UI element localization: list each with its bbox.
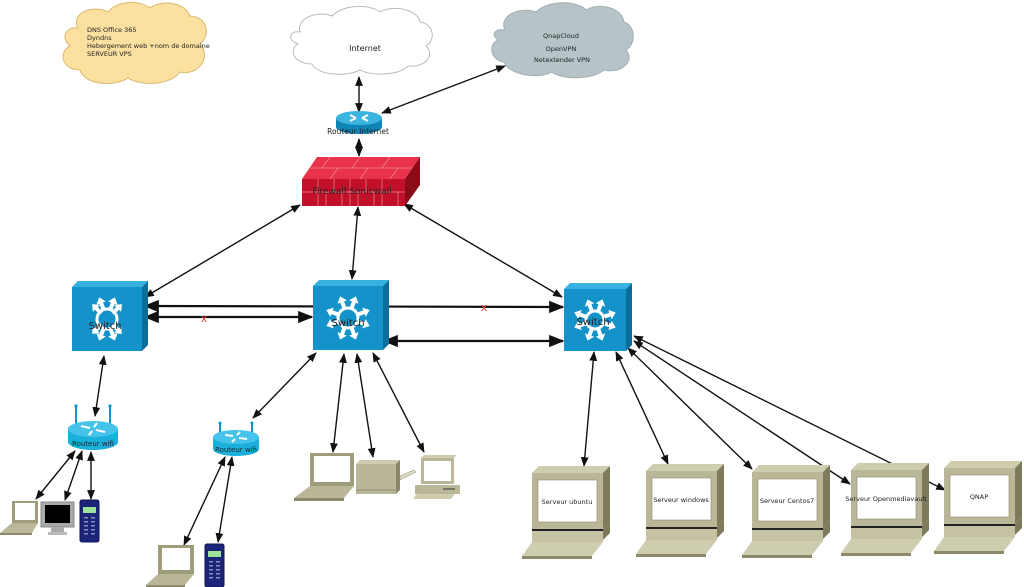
server-1[interactable]: Serveur ubuntu	[522, 466, 610, 559]
link-switch2-laptop	[330, 353, 347, 453]
server-2[interactable]: Serveur windows	[636, 464, 724, 557]
switch-3[interactable]: Switch	[564, 283, 632, 351]
link-firewall-switch1	[144, 204, 301, 298]
switch-2-label: Switch	[331, 318, 364, 329]
cloud-services-line: DNS Office 365	[87, 26, 137, 34]
link-firewall-switch2	[348, 206, 362, 280]
link-switch1-wifi1	[92, 355, 107, 417]
link-switch3-centos	[627, 347, 753, 470]
links	[35, 65, 946, 546]
server-label: Serveur windows	[653, 496, 709, 504]
server-label: Serveur ubuntu	[542, 498, 593, 506]
link-firewall-switch3	[403, 203, 563, 298]
server-4[interactable]: Serveur Openmediavault	[841, 463, 929, 556]
link-switch2-wifi2	[252, 352, 317, 419]
wifi-router-1[interactable]: Routeur wifi	[68, 404, 118, 450]
link-wifi1-desktop	[64, 450, 83, 501]
server-5[interactable]: QNAP	[934, 461, 1022, 554]
router-internet[interactable]: Routeur Internet	[327, 111, 389, 136]
cloud-services-line: SERVEUR VPS	[87, 50, 132, 58]
laptop-icon[interactable]	[294, 453, 354, 501]
phone-icon[interactable]	[204, 543, 225, 587]
cloud-services-line: Dyndns	[87, 34, 112, 42]
link-router-vpn	[381, 65, 506, 114]
link-switch3-windows	[615, 351, 669, 465]
switch-2[interactable]: Switch	[313, 280, 389, 350]
cloud-internet-label: Internet	[349, 44, 381, 53]
cloud-services-line: Hebergement web +nom de domaine	[87, 42, 210, 50]
desktop-monitor-icon[interactable]	[40, 501, 75, 535]
router-arrows-icon	[349, 114, 369, 122]
switch-arrows-icon	[88, 295, 126, 343]
firewall-label: Firewall Sonicwall	[312, 187, 391, 197]
broken-link-marker-2: x	[481, 301, 488, 314]
link-wifi2-phone	[215, 456, 235, 543]
phone-icon[interactable]	[79, 499, 100, 543]
link-switch2-pc	[372, 352, 425, 453]
cloud-vpn-line: OpenVPN	[546, 45, 577, 53]
desktop-pc-icon[interactable]	[413, 455, 460, 499]
server-3[interactable]: Serveur Centos7	[742, 465, 830, 558]
svg-text:QnapCloud OpenVPN: QnapCloud OpenVPN Netextender VPN	[534, 32, 590, 64]
cloud-vpn: QnapCloud OpenVPN Netextender VPN	[491, 2, 634, 79]
cloud-vpn-line: Netextender VPN	[534, 56, 590, 64]
laptop-icon[interactable]	[146, 545, 194, 587]
switch-1[interactable]: Switch	[72, 281, 148, 351]
cloud-vpn-line: QnapCloud	[543, 32, 579, 40]
switch-1-label: Switch	[88, 321, 121, 332]
switch-arrows-icon	[324, 294, 372, 342]
server-label: QNAP	[970, 493, 988, 501]
server-label: Serveur Centos7	[760, 497, 814, 505]
link-switch2-printer	[354, 353, 376, 458]
wifi-router-2[interactable]: Routeur wifi	[213, 421, 259, 457]
broken-link-marker-1: x	[201, 312, 208, 325]
server-label: Serveur Openmediavault	[845, 495, 927, 503]
wifi-arrows-icon	[224, 431, 248, 443]
link-switch3-ubuntu	[580, 351, 598, 467]
cloud-internet: Internet	[290, 6, 433, 75]
cloud-services: DNS Office 365 Dyndns Hebergement web +n…	[62, 2, 212, 85]
link-wifi1-laptop	[35, 450, 76, 500]
svg-text:DNS Office 365 Dyndns: DNS Office 365 Dyndns Hebergement web +n…	[87, 26, 212, 58]
switch-3-label: Switch	[576, 317, 609, 328]
switch-arrows-icon	[572, 297, 618, 343]
link-wifi2-laptop	[183, 456, 226, 546]
servers: Serveur ubuntu Serveur windows Serveur Cen…	[522, 461, 1022, 559]
printer-icon[interactable]	[356, 460, 417, 494]
firewall-bricks	[302, 156, 412, 206]
wifi-router-1-label: Routeur wifi	[72, 440, 114, 448]
link-switch3-omv	[633, 340, 851, 485]
wifi-router-2-label: Routeur wifi	[215, 446, 257, 454]
router-internet-label: Routeur Internet	[327, 127, 389, 136]
wifi-arrows-icon	[80, 422, 106, 436]
firewall[interactable]: Firewall Sonicwall	[302, 156, 420, 206]
laptop-icon[interactable]	[0, 501, 38, 535]
